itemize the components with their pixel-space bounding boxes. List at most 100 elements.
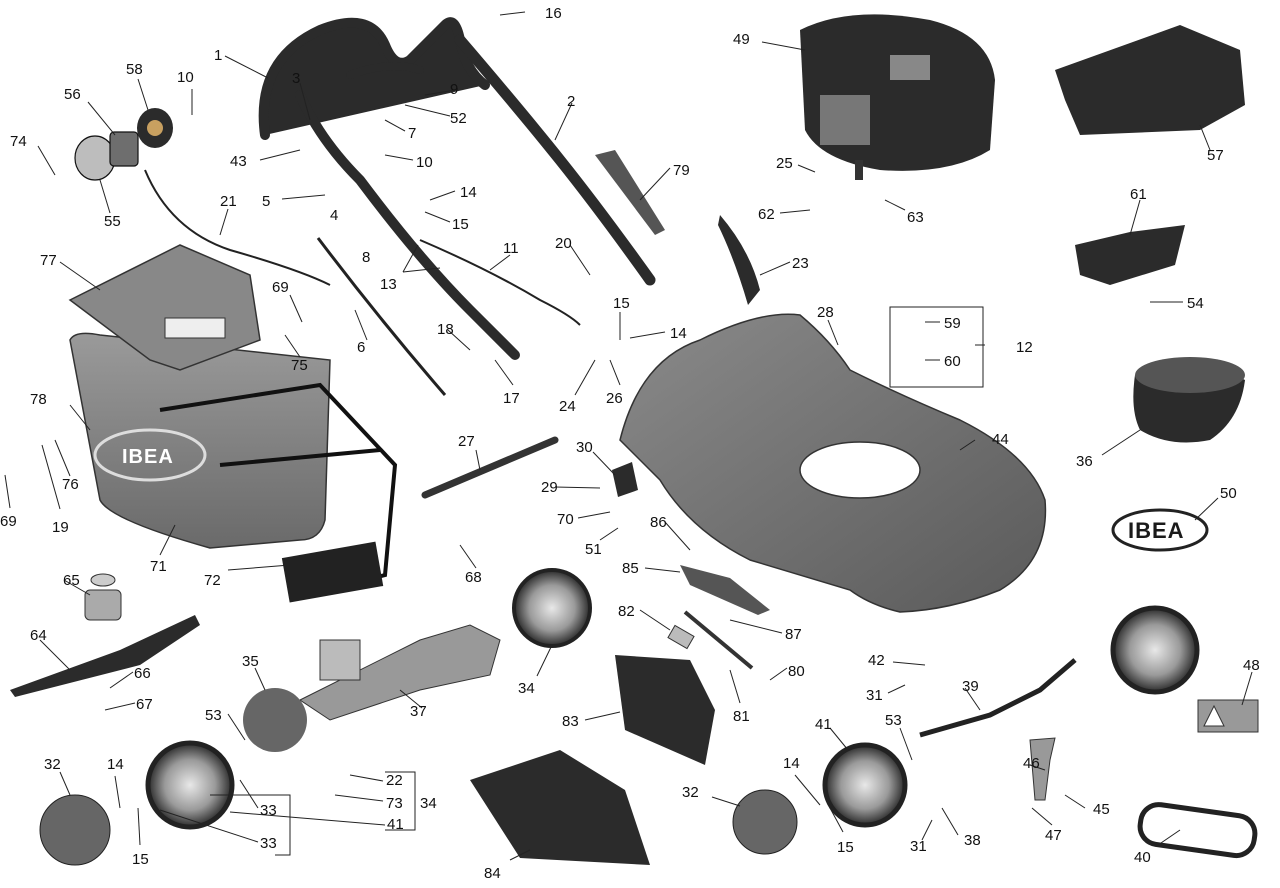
callout-85: 85 [622,560,639,577]
callout-23: 23 [792,255,809,272]
strip-79-part [595,150,665,235]
callout-10-a: 10 [177,69,194,86]
callout-46: 46 [1023,755,1040,772]
lower-handle-part [454,34,656,286]
callout-45: 45 [1093,801,1110,818]
callout-64: 64 [30,627,47,644]
callout-30: 30 [576,439,593,456]
callout-55: 55 [104,213,121,230]
callout-63: 63 [907,209,924,226]
bushing-82-part [667,624,695,650]
callout-8: 8 [362,249,370,266]
callout-69-a: 69 [272,279,289,296]
callout-32-a: 32 [44,756,61,773]
callout-48: 48 [1243,657,1260,674]
callout-47: 47 [1045,827,1062,844]
callout-14-a: 14 [460,184,477,201]
callout-31-a: 31 [866,687,883,704]
clip-30-part [612,462,638,497]
callout-34-a: 34 [518,680,535,697]
group-22-bracket [385,771,416,831]
callout-11: 11 [503,240,519,257]
callout-14-d: 14 [783,755,800,772]
callout-44: 44 [992,431,1009,448]
callout-2: 2 [567,93,575,110]
engine-part [800,14,995,180]
callout-56: 56 [64,86,81,103]
rod-81-part [683,610,754,670]
callout-79: 79 [673,162,690,179]
side-deflector-part [1075,225,1185,285]
callout-25: 25 [776,155,793,172]
badge-logo-text: IBEA [1128,518,1185,543]
callout-36: 36 [1076,453,1093,470]
callout-68: 68 [465,569,482,586]
callout-43: 43 [230,153,247,170]
callout-41-a: 41 [387,816,404,833]
callout-70: 70 [557,511,574,528]
callout-41-b: 41 [815,716,832,733]
control-cables [144,169,581,396]
callout-69-b: 69 [0,513,17,530]
callout-33-a: 33 [260,802,277,819]
callout-58: 58 [126,61,143,78]
callout-4: 4 [330,207,338,224]
callout-7: 7 [408,125,416,142]
callout-87: 87 [785,626,802,643]
callout-14-c: 14 [107,756,124,773]
callout-65: 65 [63,572,80,589]
callout-75: 75 [291,357,308,374]
callout-24: 24 [559,398,576,415]
brand-badge-part: IBEA [1111,508,1209,552]
bracket-85-part [680,565,770,615]
callout-53-a: 53 [205,707,222,724]
callout-15-b: 15 [613,295,630,312]
callout-22: 22 [386,772,403,789]
callout-29: 29 [541,479,558,496]
hub-cap-left-part [39,794,111,866]
lever-23-part [718,215,760,305]
callout-66: 66 [134,665,151,682]
callout-1: 1 [214,47,222,64]
callout-13: 13 [380,276,397,293]
grass-catcher-lid-part [68,244,261,371]
rear-flap-part [615,655,715,765]
hub-cap-right-part [732,789,798,855]
callout-20: 20 [555,235,572,252]
callout-50: 50 [1220,485,1237,502]
callout-21: 21 [220,193,237,210]
callout-26: 26 [606,390,623,407]
callout-33-b: 33 [260,835,277,852]
wheel-33-part [145,740,235,830]
callout-15-a: 15 [452,216,469,233]
callout-49: 49 [733,31,750,48]
callout-32-b: 32 [682,784,699,801]
callout-37: 37 [410,703,427,720]
blade-adapter-part [84,573,122,621]
callout-73: 73 [386,795,403,812]
mulching-baffle-part [1055,25,1245,135]
discharge-funnel-part [1133,357,1245,443]
callout-51: 51 [585,541,602,558]
callout-52: 52 [450,110,467,127]
callout-72: 72 [204,572,221,589]
callout-81: 81 [733,708,750,725]
callout-76: 76 [62,476,79,493]
callout-54: 54 [1187,295,1204,312]
callout-67: 67 [136,696,153,713]
callout-57: 57 [1207,147,1224,164]
callout-9: 9 [450,81,458,98]
callout-61: 61 [1130,186,1147,203]
upper-handle-part [258,17,520,360]
callout-78: 78 [30,391,47,408]
callout-labels: 1 2 3 4 5 6 7 8 9 10 10 11 12 13 14 14 1… [0,5,1260,882]
callout-15-d: 15 [837,839,854,856]
callout-86: 86 [650,514,667,531]
drive-belt-part [1137,802,1258,859]
callout-28: 28 [817,304,834,321]
box-logo-text: IBEA [122,446,174,468]
callout-5: 5 [262,193,270,210]
callout-27: 27 [458,433,475,450]
callout-40: 40 [1134,849,1151,866]
